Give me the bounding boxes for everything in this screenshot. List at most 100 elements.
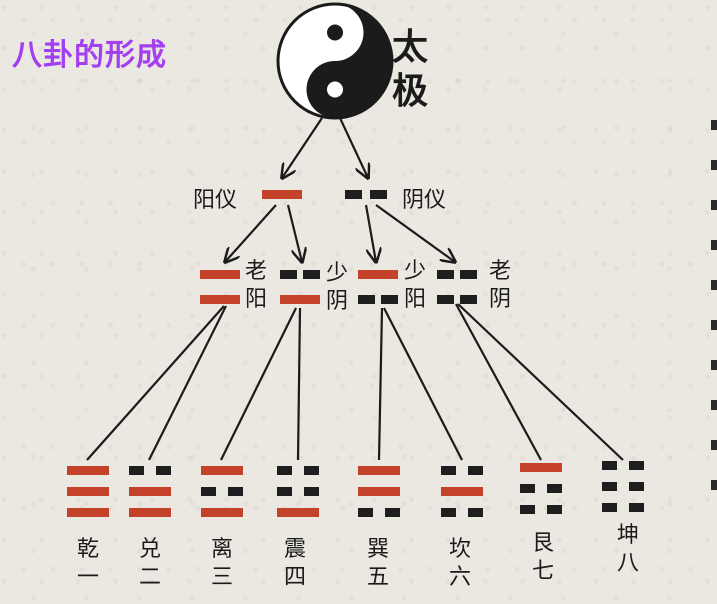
edge-marks: [711, 120, 717, 540]
yang-line: [441, 487, 483, 496]
trigram-5-symbol: [358, 466, 400, 517]
trigram-name: 震: [283, 537, 306, 562]
yin-line-segment: [520, 505, 535, 514]
laoyin-symbol: [437, 270, 477, 304]
sixiang-char: 阴: [488, 287, 511, 312]
sixiang-label-shaoyin: 少 阴: [324, 260, 350, 316]
yang-line: [67, 487, 109, 496]
connector-laoyin-gen: [455, 303, 542, 461]
yang-line: [358, 466, 400, 475]
trigram-2-symbol: [129, 466, 171, 517]
trigram-4-symbol: [277, 466, 319, 517]
yang-line: [201, 466, 243, 475]
connector-laoyang-qian: [86, 305, 225, 461]
sixiang-char: 少: [403, 259, 426, 284]
connector-shaoyang-kan: [383, 307, 463, 461]
trigram-label-xun: 巽 五: [365, 536, 391, 592]
yin-line-segment: [547, 484, 562, 493]
yin-line-segment: [629, 482, 644, 491]
yin-line-segment: [602, 482, 617, 491]
connector-taiji-yang: [282, 117, 323, 178]
shaoyang-symbol: [358, 270, 398, 304]
yang-line: [520, 463, 562, 472]
trigram-name: 巽: [366, 537, 389, 562]
yin-line-segment: [602, 503, 617, 512]
trigram-label-li: 离 三: [209, 536, 235, 592]
yin-line-segment: [468, 466, 483, 475]
yin-line-segment: [441, 508, 456, 517]
yang-line: [129, 508, 171, 517]
sixiang-char: 老: [244, 259, 267, 284]
yin-line-segment: [520, 484, 535, 493]
yin-line-segment: [277, 466, 292, 475]
connector-yin-laoyin: [375, 204, 455, 262]
yang-line: [67, 508, 109, 517]
trigram-symbols: [67, 461, 644, 517]
trigram-name: 乾: [76, 537, 99, 562]
yang-line: [277, 508, 319, 517]
trigram-6-symbol: [441, 466, 483, 517]
yang-line: [129, 487, 171, 496]
yang-line: [358, 487, 400, 496]
connectors: [86, 117, 624, 461]
trigram-number: 八: [616, 551, 639, 576]
sixiang-char: 老: [488, 259, 511, 284]
yin-line-segment: [129, 466, 144, 475]
connector-yin-shaoyang: [364, 204, 376, 262]
sixiang-label-laoyang: 老 阳: [243, 258, 269, 314]
yin-yi-symbol: [345, 190, 387, 199]
yang-yi-label: 阳仪: [193, 188, 238, 213]
yin-line-segment: [602, 461, 617, 470]
connector-laoyin-kun: [457, 303, 624, 461]
trigram-number: 六: [448, 565, 471, 590]
connector-shaoyin-zhen: [296, 307, 302, 461]
yang-line: [201, 508, 243, 517]
sixiang-char: 阳: [403, 287, 426, 312]
yin-line-segment: [304, 466, 319, 475]
trigram-8-symbol: [602, 461, 644, 512]
connector-shaoyang-xun: [377, 307, 384, 461]
trigram-name: 兑: [138, 537, 161, 562]
trigram-number: 二: [138, 565, 161, 590]
yin-line-segment: [385, 508, 400, 517]
trigram-label-gen: 艮 七: [530, 530, 556, 586]
sixiang-char: 阳: [244, 287, 267, 312]
sixiang-char: 阴: [325, 289, 348, 314]
trigram-1-symbol: [67, 466, 109, 517]
yin-line-segment: [304, 487, 319, 496]
yin-line-segment: [358, 508, 373, 517]
yin-line-segment: [228, 487, 243, 496]
trigram-name: 坤: [616, 523, 639, 548]
connector-yang-laoyang: [225, 204, 277, 262]
yin-line-segment: [156, 466, 171, 475]
taiji-char-ji: 极: [392, 71, 429, 112]
trigram-name: 离: [210, 537, 233, 562]
yang-line: [67, 466, 109, 475]
trigram-3-symbol: [201, 466, 243, 517]
trigram-number: 七: [531, 559, 554, 584]
yin-line-segment: [547, 505, 562, 514]
trigram-number: 四: [283, 565, 306, 590]
trigram-label-dui: 兑 二: [137, 536, 163, 592]
yin-line-segment: [629, 503, 644, 512]
diagram-title: 八卦的形成: [12, 38, 167, 73]
connector-taiji-yin: [339, 117, 368, 178]
trigram-7-symbol: [520, 463, 562, 514]
connector-yang-shaoyin: [286, 204, 302, 262]
trigram-number: 三: [210, 565, 233, 590]
yin-line-segment: [468, 508, 483, 517]
taiji-char-tai: 太: [392, 27, 429, 68]
trigram-number: 一: [76, 565, 99, 590]
connector-shaoyin-li: [220, 307, 297, 461]
yin-line-segment: [441, 466, 456, 475]
yin-line-segment: [629, 461, 644, 470]
laoyang-symbol: [200, 270, 240, 304]
trigram-label-qian: 乾 一: [75, 536, 101, 592]
trigram-label-zhen: 震 四: [282, 536, 308, 592]
trigram-number: 五: [366, 565, 389, 590]
yin-line-segment: [277, 487, 292, 496]
sixiang-label-laoyin: 老 阴: [487, 258, 513, 314]
yin-yi-label: 阴仪: [402, 188, 447, 213]
trigram-name: 艮: [531, 531, 554, 556]
